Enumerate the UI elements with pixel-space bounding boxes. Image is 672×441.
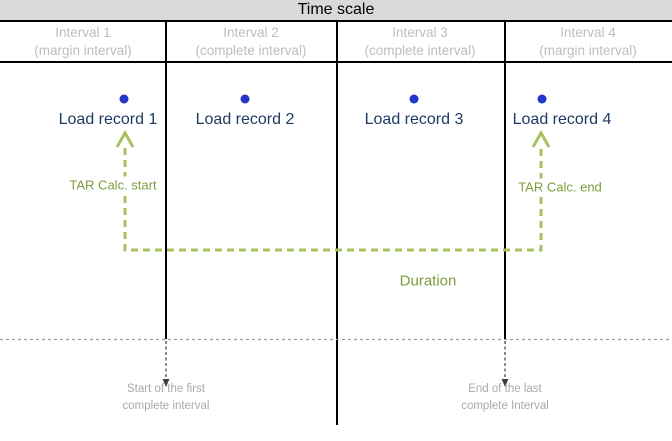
interval-1-header: Interval 1 (margin interval) xyxy=(0,22,166,61)
load-record-4-label: Load record 4 xyxy=(512,111,612,128)
tar-start-arrow-icon xyxy=(115,129,135,148)
interval-name: Interval 1 xyxy=(55,24,111,40)
interval-4-header: Interval 4 (margin interval) xyxy=(504,22,672,61)
column-divider-2 xyxy=(336,22,338,425)
load-record-3-label: Load record 3 xyxy=(364,111,464,128)
interval-header-row: Interval 1 (margin interval) Interval 2 … xyxy=(0,22,672,63)
interval-type: (complete interval) xyxy=(195,42,307,58)
load-record-1-label: Load record 1 xyxy=(58,111,158,128)
start-complete-interval-caption: Start of the first complete interval xyxy=(122,383,210,412)
load-record-dot xyxy=(240,94,250,104)
interval-2-header: Interval 2 (complete interval) xyxy=(166,22,336,61)
tar-calc-start-label: TAR Calc. start xyxy=(66,176,160,194)
interval-type: (margin interval) xyxy=(34,42,132,58)
interval-type: (margin interval) xyxy=(539,42,637,58)
column-divider-1 xyxy=(165,22,167,339)
time-scale-title-bar: Time scale xyxy=(0,0,672,22)
interval-name: Interval 2 xyxy=(223,24,279,40)
duration-bracket-line xyxy=(123,148,543,252)
interval-3-header: Interval 3 (complete interval) xyxy=(336,22,504,61)
interval-type: (complete interval) xyxy=(364,42,476,58)
end-complete-interval-caption: End of the last complete Interval xyxy=(461,383,549,412)
load-record-dot xyxy=(119,94,129,104)
load-record-dot xyxy=(537,94,547,104)
interval-name: Interval 4 xyxy=(560,24,616,40)
tar-calc-end-label: TAR Calc. end xyxy=(515,178,605,196)
tar-end-arrow-icon xyxy=(531,129,551,148)
column-divider-3 xyxy=(504,22,506,339)
interval-name: Interval 3 xyxy=(392,24,448,40)
load-record-dot xyxy=(409,94,419,104)
load-record-2-label: Load record 2 xyxy=(195,111,295,128)
diagram-title: Time scale xyxy=(297,1,375,18)
duration-label: Duration xyxy=(399,272,457,290)
